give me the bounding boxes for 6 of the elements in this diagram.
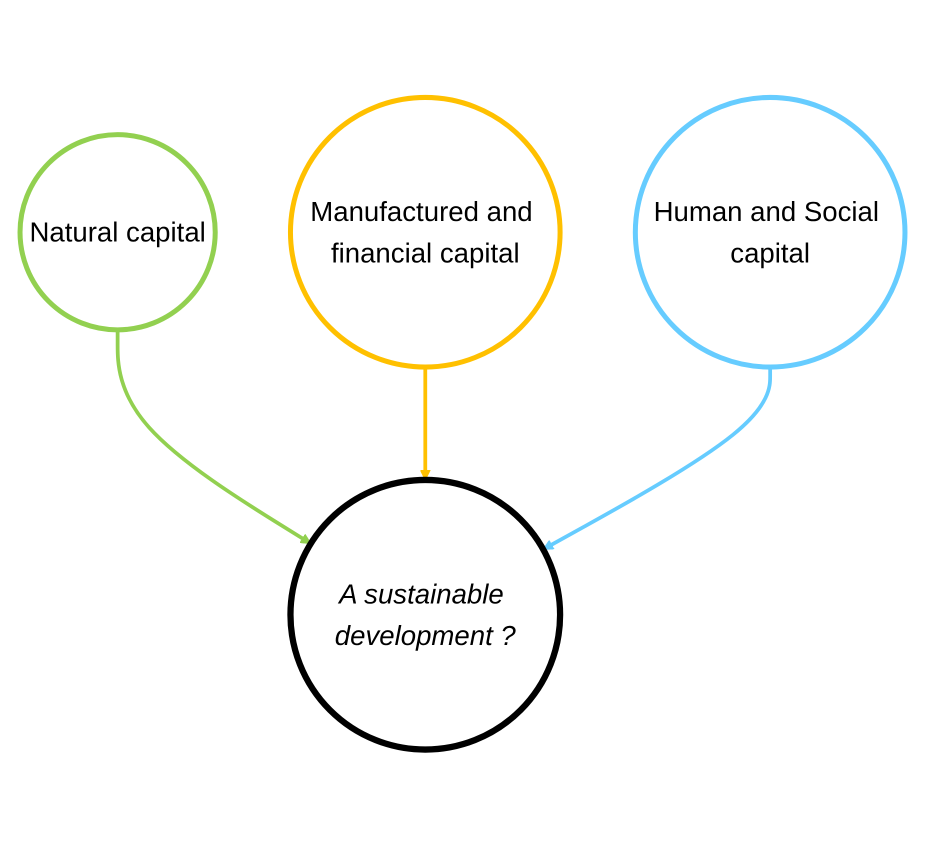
node-circle: Human and Social capital [632,94,908,370]
node-circle: A sustainable development ? [287,476,564,753]
arrow [542,367,772,550]
node-circle: Manufactured and financial capital [288,94,563,370]
arrow [116,330,312,544]
node-circle: Natural capital [18,132,218,332]
